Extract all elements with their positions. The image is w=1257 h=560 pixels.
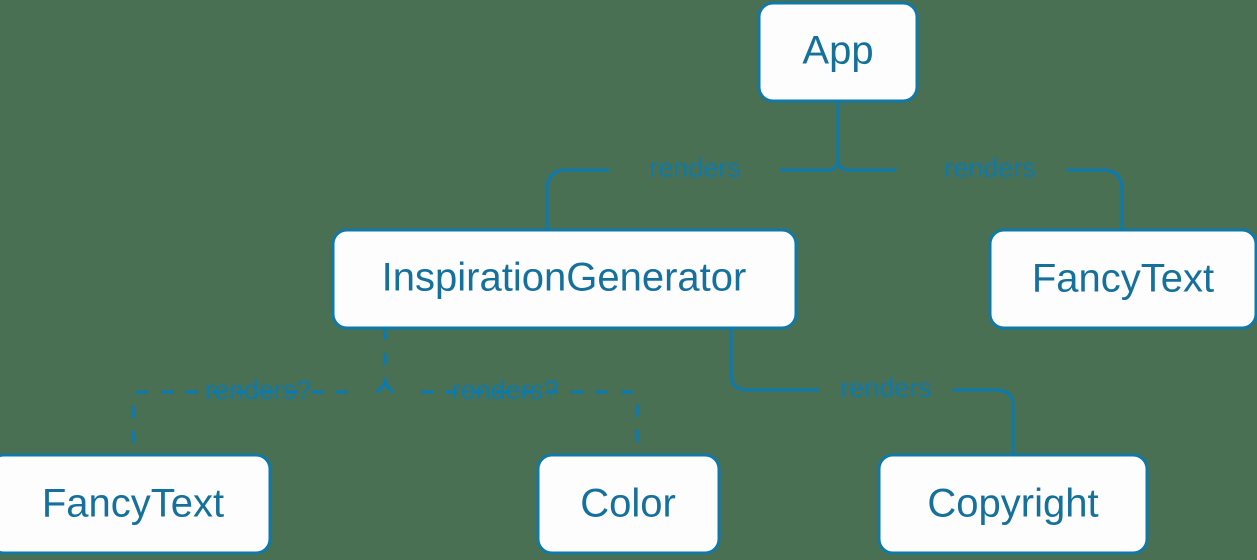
edge-label-app-to-fancytext: renders — [944, 153, 1036, 183]
node-fancytext-right-label: FancyText — [1032, 257, 1214, 301]
edge-label-app-to-ig: renders — [649, 153, 741, 183]
edge-label-ig-to-fancytext-bottom: renders? — [205, 375, 312, 405]
edge-ig-to-copyright: renders — [729, 326, 1015, 459]
edge-app-stem-left — [779, 158, 840, 172]
edge-ig-dashed-fork-left — [369, 382, 387, 400]
edge-app-to-inspirationgenerator: renders — [545, 153, 741, 234]
edge-ig-to-color-path — [421, 390, 639, 457]
node-fancytext-bottom-box[interactable] — [0, 453, 272, 555]
node-fancytext-bottom[interactable]: FancyText — [0, 453, 272, 555]
node-copyright-box[interactable] — [877, 453, 1149, 555]
node-app-box[interactable] — [757, 1, 919, 103]
node-color-box[interactable] — [536, 453, 721, 555]
node-copyright[interactable]: Copyright — [877, 453, 1149, 555]
edge-app-split — [779, 98, 897, 172]
edge-ig-dashed-split — [369, 328, 401, 400]
node-color[interactable]: Color — [536, 453, 721, 555]
edge-app-to-fancytext-right: renders — [944, 153, 1124, 234]
node-copyright-label: Copyright — [927, 482, 1098, 526]
edge-ig-to-fancytext-bottom: renders? — [131, 375, 348, 457]
edge-app-to-fancytext-path — [1066, 168, 1124, 234]
edge-ig-to-copyright-path-left — [729, 326, 820, 392]
edge-app-stem-right — [836, 98, 897, 172]
node-fancytext-bottom-label: FancyText — [42, 482, 224, 526]
node-inspirationgenerator-label: InspirationGenerator — [382, 256, 747, 300]
node-app[interactable]: App — [757, 1, 919, 103]
edge-ig-to-copyright-path-right — [952, 388, 1015, 459]
edge-label-ig-to-copyright: renders — [840, 373, 932, 403]
node-color-label: Color — [580, 482, 676, 526]
node-fancytext-right[interactable]: FancyText — [988, 228, 1257, 330]
edge-app-to-ig-path — [545, 168, 610, 234]
node-inspirationgenerator[interactable]: InspirationGenerator — [331, 228, 798, 330]
node-inspirationgenerator-box[interactable] — [331, 228, 798, 330]
node-fancytext-right-box[interactable] — [988, 228, 1257, 330]
edge-label-ig-to-color: renders? — [452, 375, 559, 405]
edge-ig-to-color: renders? — [421, 375, 639, 457]
edge-ig-to-fancytext-bottom-path — [131, 390, 348, 457]
edge-ig-dashed-fork-right — [383, 382, 401, 400]
node-app-label: App — [802, 29, 873, 73]
